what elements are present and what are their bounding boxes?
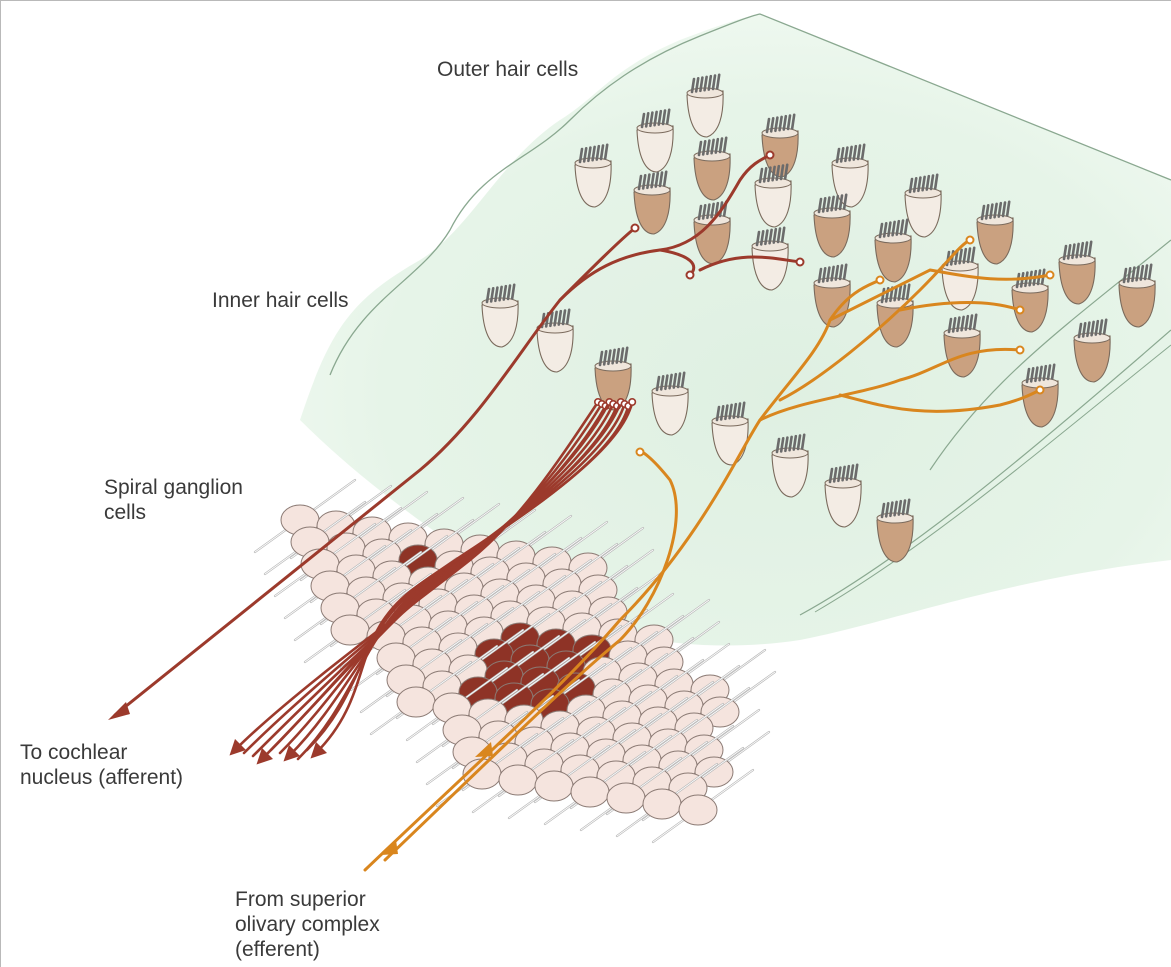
to-cochlear-nucleus-label: To cochlear nucleus (afferent) xyxy=(20,740,183,790)
inner-hair-cells-label: Inner hair cells xyxy=(212,288,349,313)
from-superior-olivary-label: From superior olivary complex (efferent) xyxy=(235,887,380,962)
spiral-ganglion-cells-label: Spiral ganglion cells xyxy=(104,475,243,525)
outer-hair-cells-label: Outer hair cells xyxy=(437,57,578,82)
